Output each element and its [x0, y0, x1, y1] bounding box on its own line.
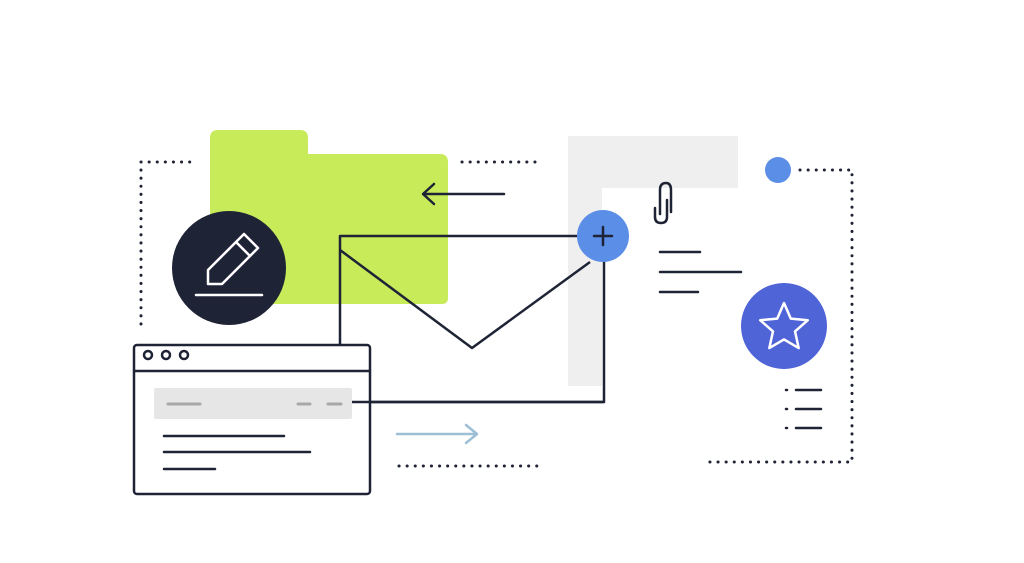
pencil-icon [194, 232, 264, 297]
star-icon [758, 301, 810, 350]
arrow-right-icon [395, 423, 479, 445]
dotted-frame-left [139, 160, 197, 330]
browser-window-icon [132, 343, 372, 496]
add-button[interactable] [577, 210, 629, 262]
window-control-dots [142, 349, 190, 361]
pencil-badge [172, 211, 286, 325]
status-dot [765, 157, 791, 183]
favorite-button[interactable] [741, 283, 827, 369]
list-icon [784, 388, 823, 430]
text-lines [658, 250, 743, 294]
plus-icon [592, 225, 614, 247]
gray-panel [568, 136, 738, 386]
paperclip-icon [653, 181, 673, 225]
pencil-badge-bg [172, 211, 286, 325]
search-bar[interactable] [154, 388, 352, 419]
arrow-left-icon [421, 182, 506, 206]
content-lines [162, 434, 312, 471]
